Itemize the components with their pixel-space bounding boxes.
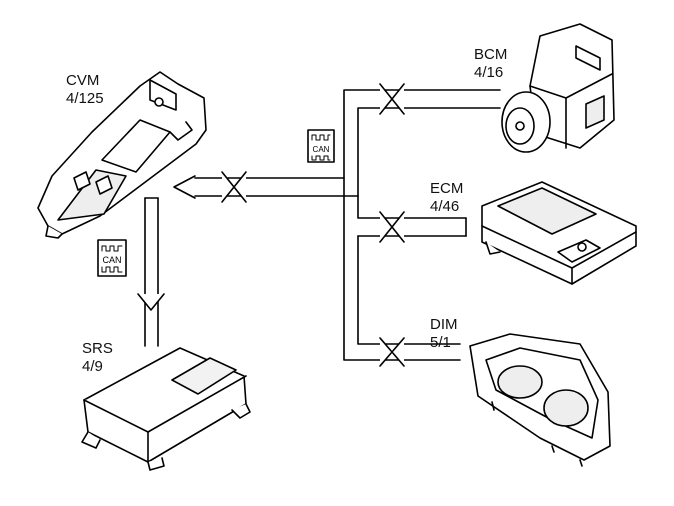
dim-name: DIM: [430, 316, 458, 333]
srs-name: SRS: [82, 340, 113, 357]
connector-dim-icon: [379, 337, 405, 367]
ecm-code: 4/46: [430, 198, 460, 215]
connector-ecm-icon: [379, 211, 405, 243]
srs-module-illustration: [81, 347, 251, 471]
can-badge-left-text: CAN: [102, 255, 121, 265]
can-badge-left: CAN: [97, 239, 127, 277]
dim-label: DIM 5/1: [430, 316, 458, 352]
connector-glyphs: [221, 83, 405, 367]
cvm-label: CVM 4/125: [66, 72, 104, 108]
bus-arrow-to-cvm: [173, 175, 196, 199]
ecm-module-illustration: [481, 181, 637, 285]
srs-label: SRS 4/9: [82, 340, 113, 376]
cvm-name: CVM: [66, 72, 100, 89]
bcm-name: BCM: [474, 46, 508, 63]
ecm-label: ECM 4/46: [430, 180, 463, 216]
bcm-label: BCM 4/16: [474, 46, 507, 82]
dim-module-illustration: [469, 333, 611, 467]
bus-arrow-to-srs: [137, 293, 165, 311]
cvm-code: 4/125: [66, 90, 104, 107]
bcm-module-illustration: [501, 23, 615, 153]
can-bus-wiring: [137, 89, 501, 361]
can-badge-top-text: CAN: [313, 145, 330, 154]
dim-code: 5/1: [430, 334, 451, 351]
ecm-name: ECM: [430, 180, 464, 197]
can-badge-top: CAN: [307, 129, 335, 163]
bcm-code: 4/16: [474, 64, 504, 81]
cvm-module-illustration: [37, 71, 207, 239]
connector-bcm-icon: [379, 83, 405, 115]
srs-code: 4/9: [82, 358, 103, 375]
connector-cvm-icon: [221, 171, 247, 203]
